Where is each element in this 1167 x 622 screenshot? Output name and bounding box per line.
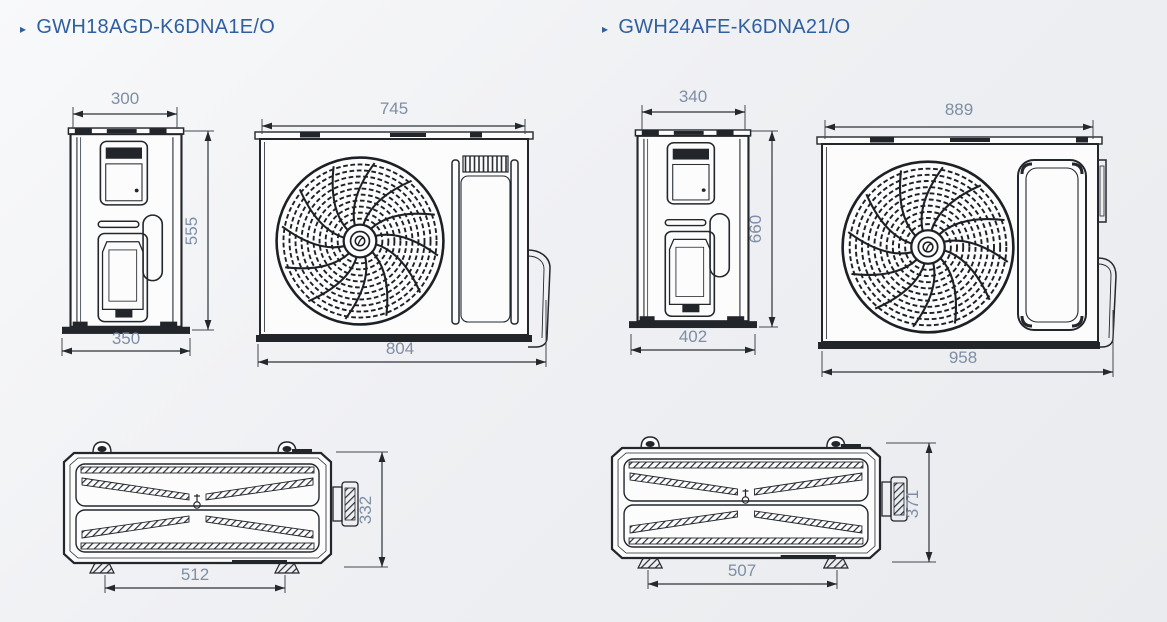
model-title-2: ▸ GWH24AFE-K6DNA21/O — [602, 16, 850, 39]
unit2-top-view: 371 507 — [610, 436, 936, 589]
unit1-top-view: 332 512 — [62, 441, 388, 593]
bullet-icon: ▸ — [602, 21, 609, 36]
dim-label: 512 — [181, 565, 209, 584]
side-louver-panel — [451, 155, 519, 325]
unit1-front-view: 745 804 — [254, 99, 551, 367]
dim-label: 332 — [356, 496, 375, 524]
dim-unit2-front-width-overall: 958 — [821, 310, 1114, 377]
unit2-front-view: 889 958 — [816, 100, 1117, 377]
valve-cover — [527, 249, 551, 348]
dim-label: 958 — [949, 348, 977, 367]
dim-unit2-top-mount-spacing: 507 — [647, 561, 838, 589]
dim-label: 300 — [111, 89, 139, 108]
dim-label: 402 — [679, 327, 707, 346]
valve-block — [332, 481, 359, 527]
dim-unit1-side-width-top: 300 — [72, 89, 178, 129]
side-panel-frame — [1017, 159, 1087, 331]
dim-label: 555 — [182, 217, 201, 245]
dim-unit1-side-width-base: 350 — [61, 329, 191, 356]
bullet-icon: ▸ — [20, 21, 27, 36]
dim-unit1-top-mount-spacing: 512 — [104, 565, 286, 593]
dim-unit2-side-width-base: 402 — [630, 327, 756, 355]
dim-label: 371 — [903, 490, 922, 518]
fan-grille — [841, 160, 1015, 334]
model-name-2: GWH24AFE-K6DNA21/O — [618, 16, 851, 38]
model-name-1: GWH18AGD-K6DNA1E/O — [36, 16, 276, 38]
fan-grille — [275, 156, 445, 326]
dim-unit2-side-width-top: 340 — [641, 87, 746, 130]
dim-label: 889 — [945, 100, 973, 119]
valve-block — [881, 476, 908, 522]
dim-unit2-top-depth: 371 — [886, 442, 936, 563]
dim-label: 660 — [746, 215, 765, 243]
dim-label: 350 — [112, 329, 140, 348]
dim-unit1-top-depth: 332 — [336, 451, 388, 568]
dim-label: 507 — [728, 561, 756, 580]
model-title-1: ▸ GWH18AGD-K6DNA1E/O — [20, 16, 275, 39]
dim-label: 745 — [380, 99, 408, 118]
dim-label: 340 — [679, 87, 707, 106]
dim-unit2-side-height: 660 — [746, 130, 778, 328]
dim-unit1-front-width-overall: 804 — [257, 300, 547, 367]
unit2-side-view: 340 660 402 — [629, 87, 778, 355]
dim-unit1-front-width-top: 745 — [261, 99, 526, 134]
handle-bracket — [1097, 159, 1107, 223]
dim-unit1-side-height: 555 — [182, 130, 214, 331]
unit1-side-view: 300 555 350 — [61, 89, 214, 356]
dim-label: 804 — [386, 339, 414, 358]
dim-unit2-front-width-top: 889 — [824, 100, 1094, 139]
